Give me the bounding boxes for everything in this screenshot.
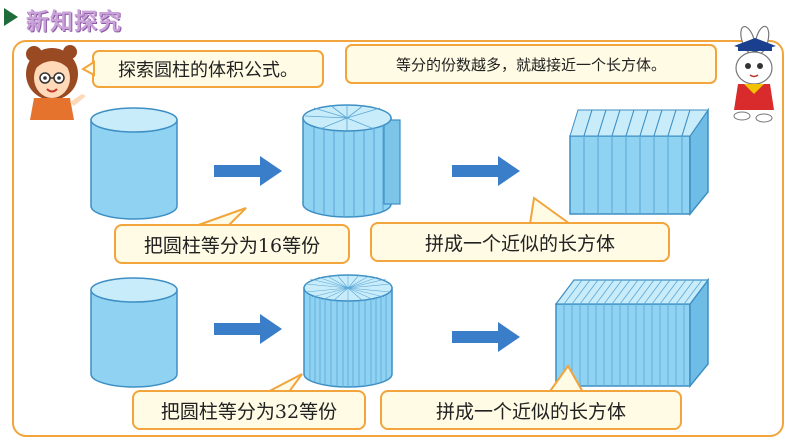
right-arrow-icon [452,156,520,186]
label-tail [529,196,571,225]
row1-left-label-text: 把圆柱等分为16等份 [143,234,321,257]
content-frame [12,40,784,437]
row1-right-label-text: 拼成一个近似的长方体 [424,232,615,255]
approx-cuboid-32 [554,277,710,389]
right-arrow-icon [452,322,520,352]
teacher-speech-bubble: 探索圆柱的体积公式。 [92,50,324,88]
rabbit-doctor-icon [733,25,776,123]
row2-left-label-text: 把圆柱等分为32等份 [160,400,338,423]
cylinder-shape [90,107,178,220]
play-triangle-icon [4,8,18,26]
rabbit-speech-bubble: 等分的份数越多，就越接近一个长方体。 [345,44,717,84]
teacher-speech-text: 探索圆柱的体积公式。 [118,60,298,81]
label-tail [189,207,247,229]
section-title: 新知探究 [26,9,122,35]
row1-right-label: 拼成一个近似的长方体 [370,222,670,262]
right-arrow-icon [214,314,282,344]
row2-right-label: 拼成一个近似的长方体 [380,390,682,430]
teacher-girl-icon [26,45,86,120]
sliced-cylinder-32 [303,274,393,388]
sliced-cylinder-16 [302,104,401,218]
label-tail [547,364,585,395]
right-arrow-icon [214,156,282,186]
cylinder-shape [90,277,178,388]
approx-cuboid-16 [569,107,709,217]
rabbit-speech-text: 等分的份数越多，就越接近一个长方体。 [395,55,666,74]
row2-left-label: 把圆柱等分为32等份 [132,390,366,430]
row2-right-label-text: 拼成一个近似的长方体 [435,400,626,423]
bubble-tail [81,60,95,77]
row1-left-label: 把圆柱等分为16等份 [114,224,350,264]
